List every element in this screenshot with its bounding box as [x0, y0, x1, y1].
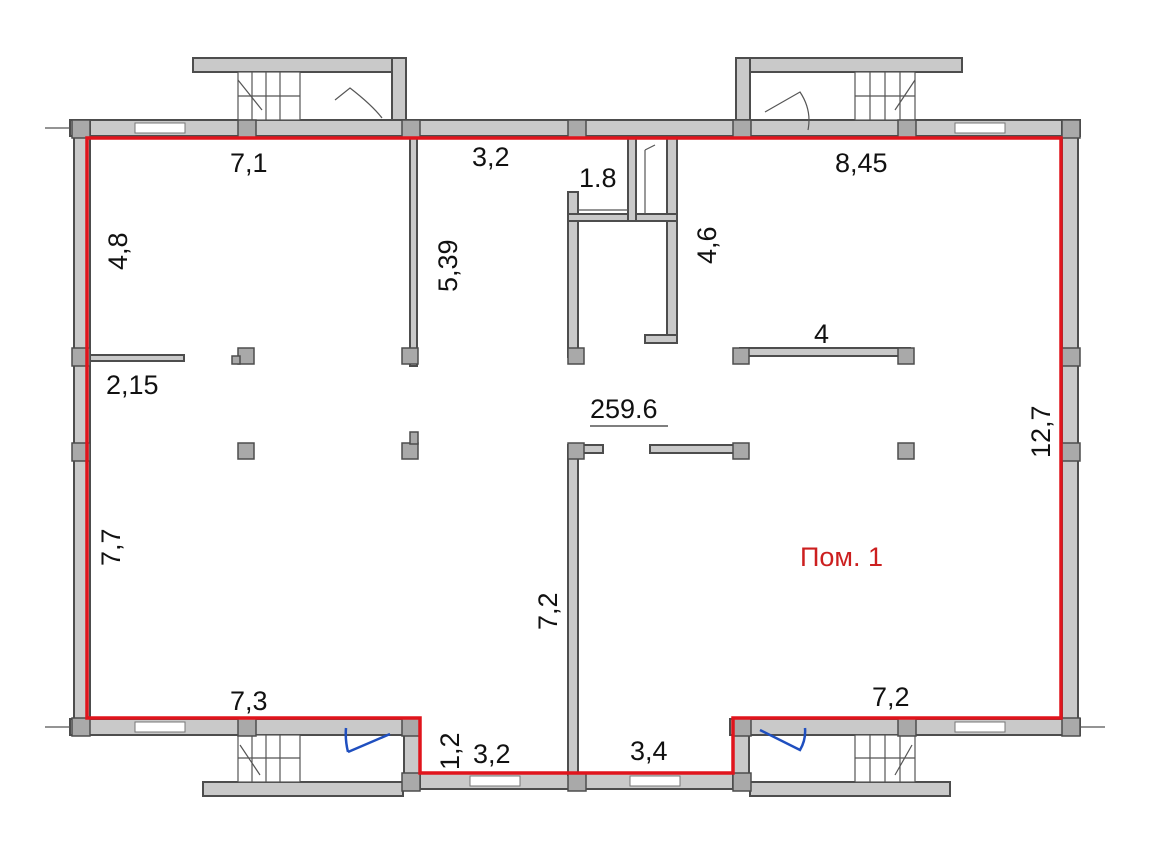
partition-mid-horizontal [649, 444, 746, 454]
column [897, 717, 917, 737]
room-label: Пом. 1 [800, 542, 883, 572]
dim-bottom-mid-left: 3,2 [473, 739, 511, 769]
wall-right [1061, 119, 1079, 736]
column [237, 442, 255, 460]
dim-bottom-left: 7,3 [230, 686, 268, 716]
door-bottom-right [759, 727, 807, 752]
columns [71, 119, 1081, 792]
shaft-bottom [644, 334, 678, 344]
shaft-top [567, 213, 678, 222]
window [629, 775, 681, 787]
column [71, 717, 91, 737]
column [1061, 347, 1081, 367]
window [134, 721, 186, 733]
column [1061, 717, 1081, 737]
partition-mid-vertical [567, 444, 579, 776]
dim-left-upper: 4,8 [103, 232, 133, 270]
column [897, 347, 915, 365]
shaft-right [666, 135, 678, 343]
dimension-labels: 7,1 3,2 1.8 8,45 4,8 5,39 4,6 4 2,15 12,… [96, 142, 1056, 770]
porch-top-left [192, 57, 404, 73]
column [897, 119, 917, 139]
stair-top-left [237, 71, 301, 121]
window [134, 122, 186, 134]
porch-bottom-right [749, 781, 951, 797]
partition-horizontal-right [739, 347, 911, 357]
column [237, 119, 257, 139]
niche-divider [627, 135, 637, 222]
porch-top-left-side [391, 57, 407, 121]
column [1061, 442, 1081, 462]
dim-partition-height: 5,39 [433, 239, 463, 292]
dim-partition-right: 4 [814, 319, 829, 349]
window [954, 122, 1006, 134]
column [401, 772, 421, 792]
stair-bottom-right [854, 734, 916, 783]
door-top-right [764, 91, 810, 131]
stair-bottom-left [237, 734, 301, 783]
column [732, 717, 752, 737]
window [954, 721, 1006, 733]
column [567, 347, 585, 365]
door-top-left [334, 87, 383, 119]
door-bottom-left [344, 727, 391, 754]
room-outline [85, 136, 1063, 775]
area-value: 259.6 [590, 394, 658, 424]
column [401, 119, 421, 139]
column [567, 119, 587, 139]
column [1061, 119, 1081, 139]
doors [334, 87, 810, 754]
column [71, 119, 91, 139]
dim-right-side: 12,7 [1026, 405, 1056, 458]
dim-top-left: 7,1 [230, 148, 268, 178]
dim-bottom-step: 1,2 [435, 732, 465, 770]
column [401, 347, 419, 365]
column [401, 442, 419, 460]
partition-horizontal-left [89, 354, 185, 362]
dim-niche-width: 1.8 [579, 163, 617, 193]
window [469, 775, 521, 787]
porch-top-right [739, 57, 963, 73]
column [401, 717, 421, 737]
stair-top-right [854, 71, 916, 121]
column [732, 442, 750, 460]
dim-mid-partition: 7,2 [533, 592, 563, 630]
dim-bottom-right: 7,2 [872, 682, 910, 712]
column [732, 347, 750, 365]
dim-top-mid: 3,2 [472, 142, 510, 172]
column [732, 119, 752, 139]
column [409, 431, 419, 445]
dim-shaft-height: 4,6 [692, 226, 722, 264]
dim-top-right: 8,45 [835, 148, 888, 178]
column [567, 772, 587, 792]
stairs [237, 71, 916, 783]
porch-bottom-left [202, 781, 404, 797]
porch-top-right-side [735, 57, 751, 121]
column [237, 717, 257, 737]
niche-door [644, 144, 656, 151]
column [732, 772, 752, 792]
column [897, 442, 915, 460]
dim-left-lower: 7,7 [96, 528, 126, 566]
dim-partition-left: 2,15 [106, 370, 159, 400]
partitions [89, 135, 911, 776]
column [231, 355, 241, 365]
partition-vertical-left [409, 135, 418, 367]
dim-bottom-mid-right: 3,4 [630, 736, 668, 766]
column [567, 442, 585, 460]
